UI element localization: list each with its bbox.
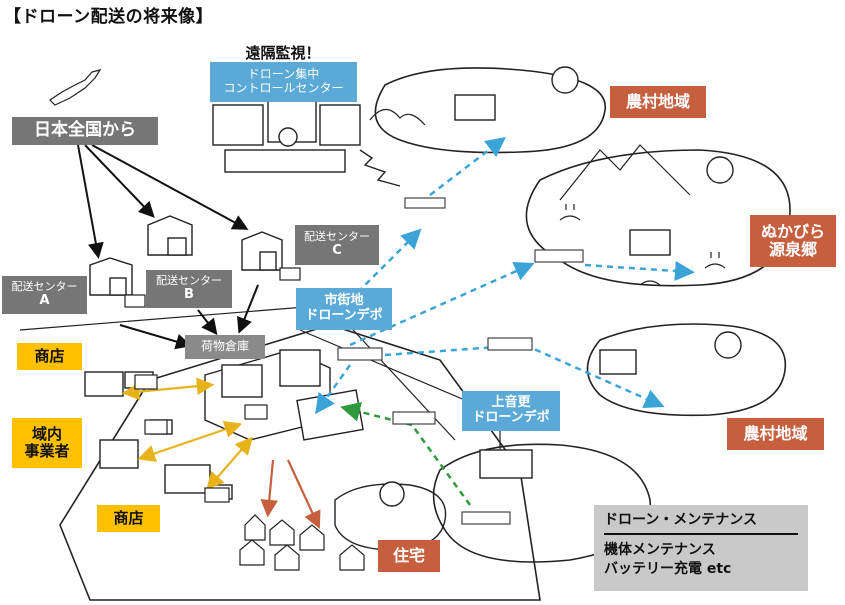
mountain xyxy=(559,144,691,201)
control-center-line-2: コントロールセンター xyxy=(223,81,344,95)
nukabira-label: ぬかびら 源泉郷 xyxy=(750,215,836,267)
delivery-center-a-building xyxy=(89,257,133,296)
residence-island xyxy=(334,483,447,551)
delivery-center-c-letter: C xyxy=(332,242,342,258)
shop-top-label: 商店 xyxy=(17,343,82,370)
maintenance-heading: ドローン・メンテナンス xyxy=(604,509,798,535)
delivery-trucks xyxy=(124,267,301,503)
houses xyxy=(239,514,365,571)
route-depot-to-rural-bottom xyxy=(384,343,526,357)
rural-top-house xyxy=(454,94,496,121)
rural-bottom-person xyxy=(714,331,742,359)
kamiotofuke-depot-line-2: ドローンデポ xyxy=(472,410,550,425)
nukabira-house xyxy=(629,229,671,256)
arrow-c-to-warehouse xyxy=(237,284,259,334)
arrow-to-center-a xyxy=(77,144,104,259)
control-center-label: ドローン集中 コントロールセンター xyxy=(210,62,357,102)
lightning-signal xyxy=(359,149,401,187)
arrow-b-to-warehouse xyxy=(197,309,218,336)
kamiotofuke-depot-line-1: 上音更 xyxy=(491,395,531,411)
kamiotofuke-depot-label: 上音更 ドローンデポ xyxy=(462,391,560,431)
nukabira-person xyxy=(706,156,734,184)
route-to-nukabira-house xyxy=(584,261,695,281)
delivery-center-a-text: 配送センター xyxy=(11,280,78,294)
rural-bottom-label: 農村地域 xyxy=(727,418,824,450)
control-center-room xyxy=(212,99,361,173)
delivery-center-c-label: 配送センター C xyxy=(295,225,379,265)
warehouse-label: 荷物倉庫 xyxy=(185,335,265,359)
link-home-1 xyxy=(260,459,279,518)
local-business-label: 域内 事業者 xyxy=(12,418,82,468)
hills xyxy=(369,108,426,126)
local-business-line-1: 域内 xyxy=(31,424,62,443)
city-depot-line-2: ドローンデポ xyxy=(305,308,383,323)
warehouse-buildings xyxy=(204,349,364,441)
kamiotofuke-depot-building xyxy=(479,449,533,479)
residence-label: 住宅 xyxy=(378,540,440,572)
maintenance-line-1: 機体メンテナンス xyxy=(604,542,716,558)
arrow-to-center-c xyxy=(91,144,249,230)
control-center-line-1: ドローン集中 xyxy=(247,67,320,82)
link-business xyxy=(137,420,243,462)
city-depot-line-1: 市街地 xyxy=(324,293,364,309)
nationwide-label: 日本全国から xyxy=(12,117,158,145)
delivery-center-c-building xyxy=(241,231,283,271)
delivery-center-b-letter: B xyxy=(184,286,194,302)
rural-island-top xyxy=(374,67,606,154)
delivery-center-c-text: 配送センター xyxy=(304,230,370,244)
city-depot-label: 市街地 ドローンデポ xyxy=(296,288,392,330)
page-title: 【ドローン配送の将来像】 xyxy=(4,7,214,27)
nukabira-line-2: 源泉郷 xyxy=(768,240,817,259)
link-shop-top xyxy=(121,377,215,401)
link-home-2 xyxy=(287,459,321,529)
rural-top-label: 農村地域 xyxy=(610,86,706,118)
delivery-center-b-label: 配送センター B xyxy=(146,270,232,308)
arrow-to-center-b xyxy=(84,144,155,218)
nukabira-line-1: ぬかびら xyxy=(760,221,825,241)
rural-top-person xyxy=(551,66,579,94)
delivery-center-a-letter: A xyxy=(39,292,50,308)
drones xyxy=(337,197,584,525)
link-shop-bottom xyxy=(206,436,253,490)
shop-bottom-label: 商店 xyxy=(97,505,160,532)
drone-maintenance-box: ドローン・メンテナンス 機体メンテナンス バッテリー充電 etc xyxy=(594,505,808,591)
route-maint-to-depot xyxy=(410,424,472,506)
japan-map xyxy=(49,69,102,106)
rural-island-bottom xyxy=(586,323,787,417)
resident-head xyxy=(379,481,405,507)
route-to-rural-top xyxy=(429,136,506,196)
delivery-center-b-building xyxy=(147,215,193,256)
hot-spring-icons xyxy=(559,204,726,286)
maintenance-line-2: バッテリー充電 etc xyxy=(604,560,732,577)
rural-bottom-house xyxy=(599,349,637,375)
route-rural-bottom xyxy=(524,343,665,409)
arrow-a-to-warehouse xyxy=(119,324,192,350)
route-to-warehouse-yard xyxy=(315,364,352,415)
remote-monitoring-label: 遠隔監視！ xyxy=(245,44,321,62)
delivery-center-a-label: 配送センター A xyxy=(2,276,87,314)
delivery-center-b-text: 配送センター xyxy=(156,274,222,288)
local-business-line-2: 事業者 xyxy=(24,442,70,460)
